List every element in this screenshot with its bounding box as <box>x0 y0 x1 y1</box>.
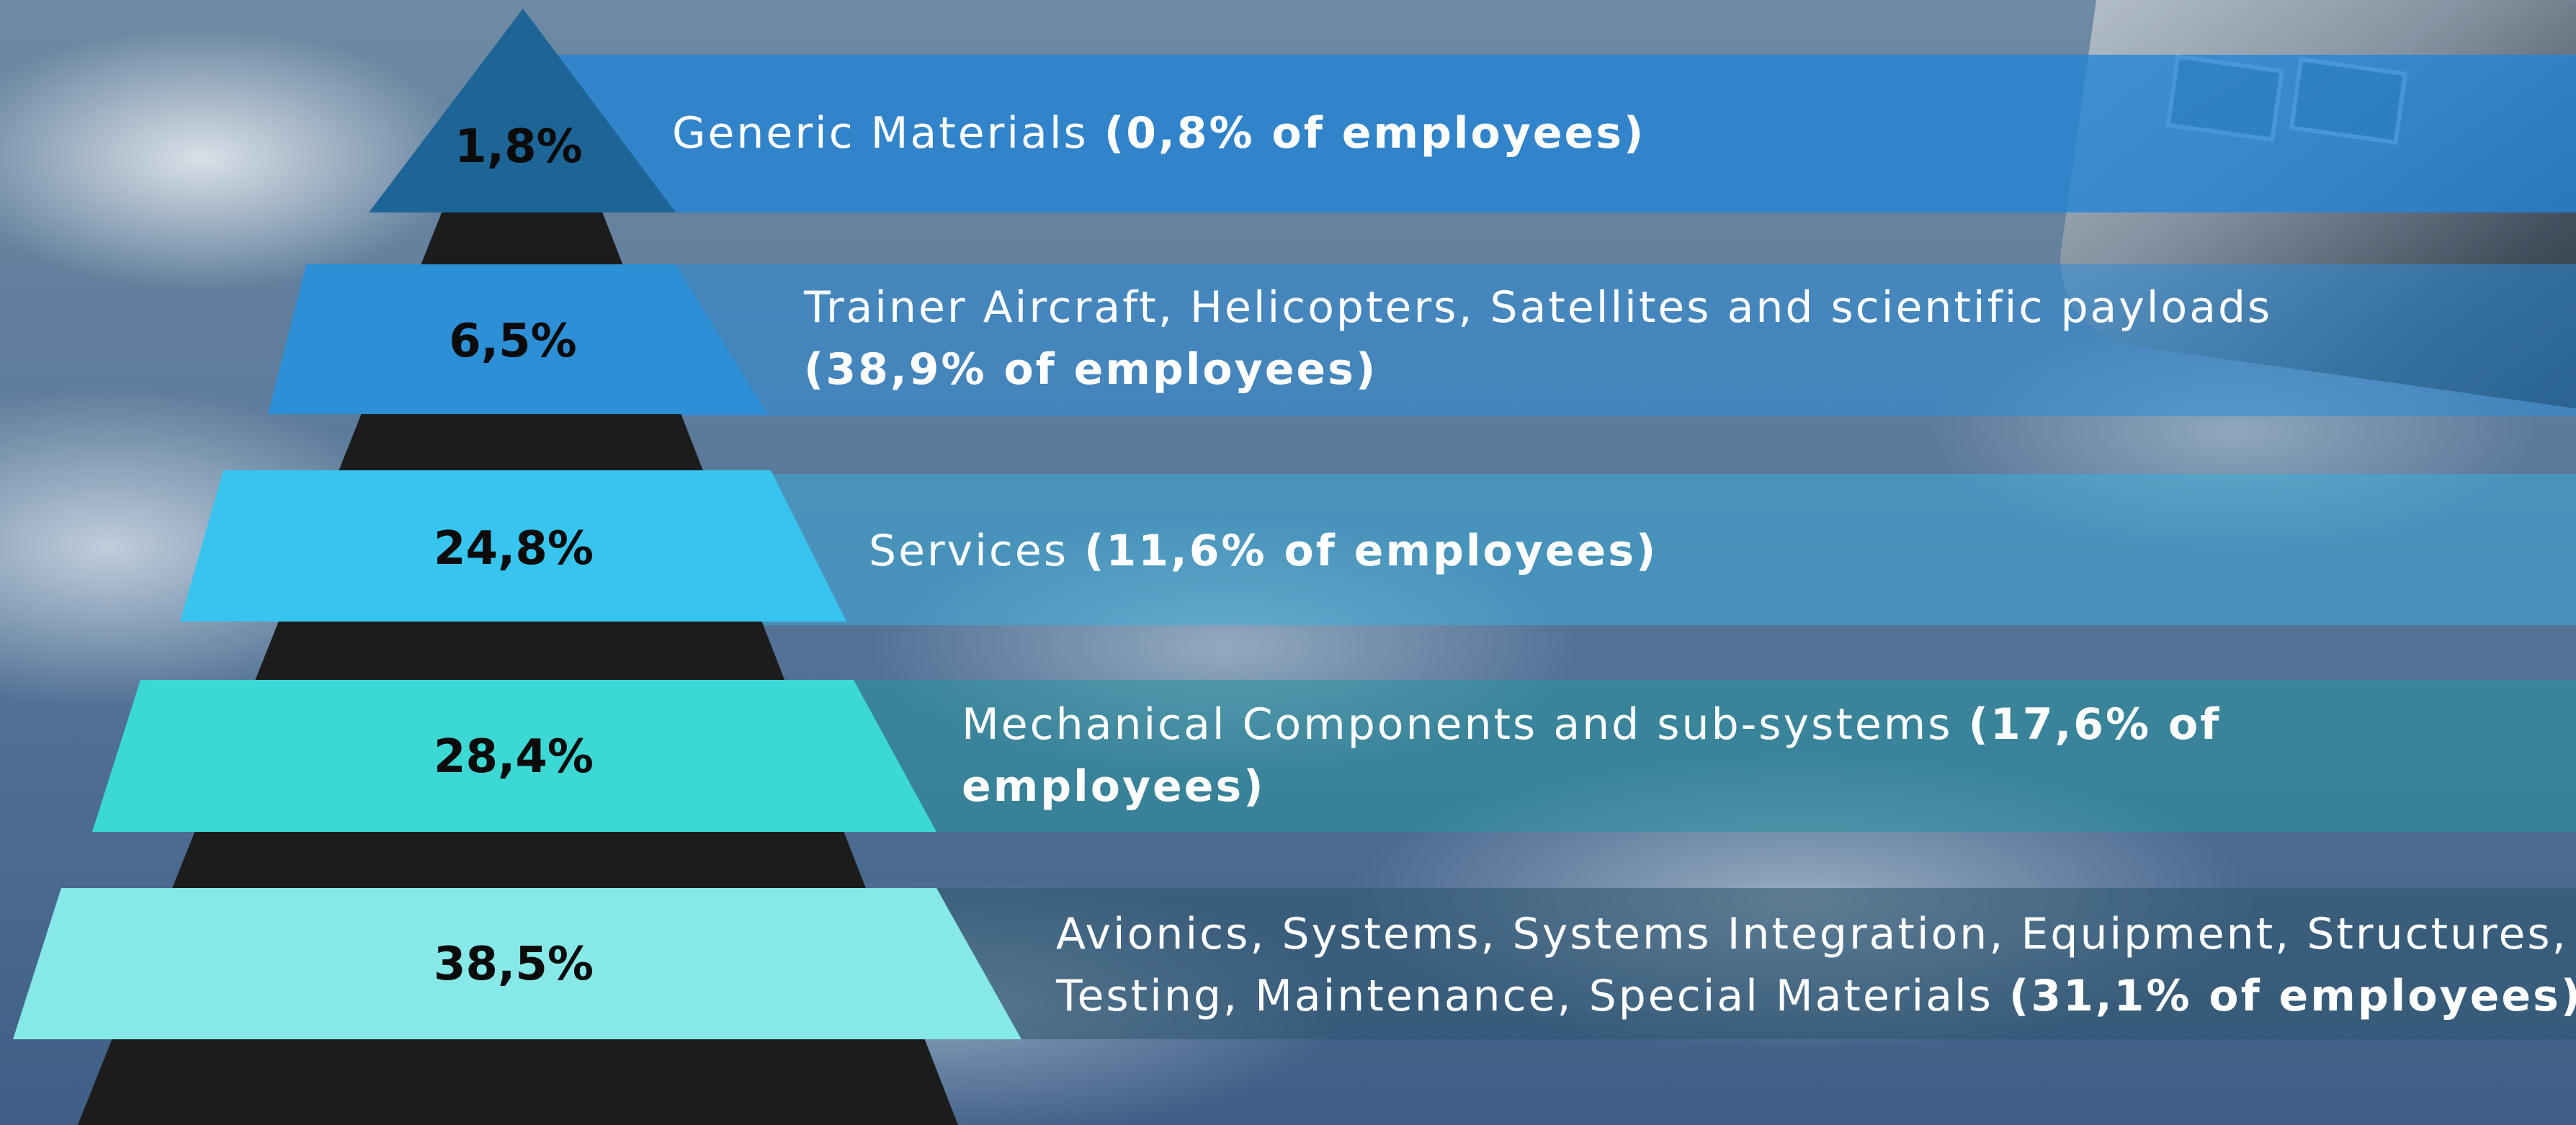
tier-3-employees: (11,6% of employees) <box>1084 526 1658 576</box>
tier-2-percent: 6,5% <box>449 315 577 368</box>
band-tier-2 <box>648 264 2576 416</box>
band-tier-3 <box>648 474 2576 625</box>
tier-2-employees: (38,9% of employees) <box>804 344 1378 395</box>
tier-4-description: Mechanical Components and sub-systems (1… <box>962 694 2221 817</box>
band-tier-5 <box>900 888 2576 1039</box>
tier-1-label: Generic Materials <box>672 108 1088 158</box>
tier-1-employees: (0,8% of employees) <box>1104 108 1646 158</box>
band-tier-1 <box>504 55 2576 212</box>
pyramid-tier-1 <box>369 9 676 212</box>
tier-3-description: Services (11,6% of employees) <box>869 520 1658 582</box>
tier-1-percent: 1,8% <box>455 120 583 174</box>
tier-5-employees: (31,1% of employees) <box>2008 971 2576 1021</box>
tier-5-label-continued: Testing, Maintenance, Special Materials <box>1056 971 1993 1021</box>
tier-2-description: Trainer Aircraft, Helicopters, Satellite… <box>804 277 2272 400</box>
tier-5-description: Avionics, Systems, Systems Integration, … <box>1056 903 2576 1027</box>
tier-4-employees: (17,6% of <box>1968 699 2222 750</box>
pyramid-tier-5 <box>13 888 1021 1039</box>
pyramid-tier-3 <box>180 470 846 622</box>
tier-2-label: Trainer Aircraft, Helicopters, Satellite… <box>804 282 2273 333</box>
pyramid-tier-2 <box>268 264 767 414</box>
tier-3-percent: 24,8% <box>433 522 594 575</box>
band-tier-4 <box>828 680 2576 832</box>
tier-4-label: Mechanical Components and sub-systems <box>962 699 1953 750</box>
pyramid-tier-4 <box>92 680 936 832</box>
tier-1-description: Generic Materials (0,8% of employees) <box>672 102 1645 164</box>
tier-4-percent: 28,4% <box>433 730 594 784</box>
tier-5-label: Avionics, Systems, Systems Integration, … <box>1056 909 2568 959</box>
tier-3-label: Services <box>869 526 1069 576</box>
tier-5-percent: 38,5% <box>433 938 594 991</box>
tier-4-employees-continued: employees) <box>962 761 1266 812</box>
